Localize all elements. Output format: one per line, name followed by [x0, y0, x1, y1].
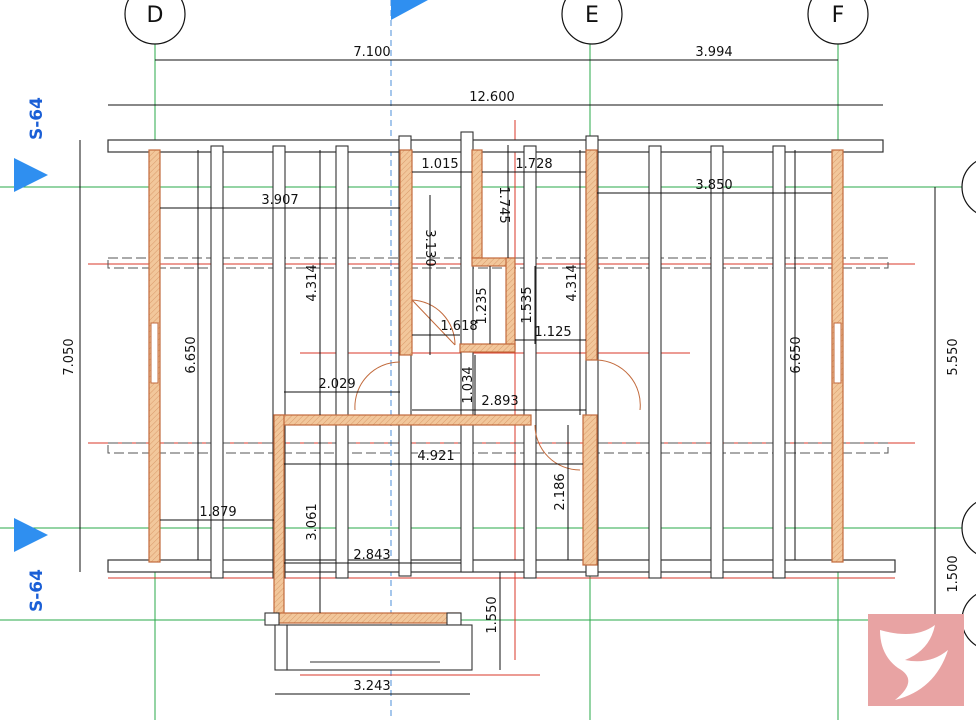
axis-bubble-right-third	[961, 593, 976, 647]
dim-horiz-1125: 1.125	[534, 325, 571, 340]
axis-label-e: E	[585, 3, 599, 28]
section-marker-bottom	[14, 518, 48, 552]
dim-horiz-1618: 1.618	[440, 319, 477, 334]
dim-span-4314-right: 4.314	[565, 264, 580, 301]
porch	[264, 612, 473, 671]
axis-bubble-f: F	[807, 0, 869, 45]
axis-bubble-right-top	[961, 160, 976, 214]
dim-vert-1550: 1.550	[485, 596, 500, 633]
axis-bubble-right-bottom	[961, 501, 976, 555]
dim-horiz-2843: 2.843	[353, 548, 390, 563]
dim-horiz-2893: 2.893	[481, 394, 518, 409]
dim-corridor-a: 1.015	[421, 157, 458, 172]
dim-right-height: 5.550	[946, 338, 961, 375]
dim-horiz-2029: 2.029	[318, 377, 355, 392]
dim-e-f: 3.994	[695, 45, 732, 60]
dim-d-e: 7.100	[353, 45, 390, 60]
dim-corridor-b: 1.728	[515, 157, 552, 172]
section-label-bottom: S-64	[27, 569, 47, 612]
dim-vert-3061: 3.061	[305, 503, 320, 540]
dim-right-lower: 1.500	[946, 555, 961, 592]
dim-right-room-width: 3.850	[695, 178, 732, 193]
top-beam	[107, 139, 884, 153]
cross-beams	[107, 257, 889, 454]
dim-vert-1535: 1.535	[520, 286, 535, 323]
dim-left-height: 7.050	[62, 338, 77, 375]
axis-bubble-e: E	[561, 0, 623, 45]
dim-vert-2186: 2.186	[553, 473, 568, 510]
dim-total-width: 12.600	[469, 90, 515, 105]
dim-horiz-3243: 3.243	[353, 679, 390, 694]
dim-horiz-4921: 4.921	[417, 449, 454, 464]
dim-vert-1034: 1.034	[461, 366, 476, 403]
section-marker-top	[14, 158, 48, 192]
section-marker-cut	[391, 0, 428, 20]
dim-vert-1745: 1.745	[496, 186, 511, 223]
watermark-logo	[868, 614, 964, 706]
dim-wall-3130: 3.130	[422, 229, 437, 266]
dimension-lines	[79, 59, 936, 695]
door-swings	[354, 299, 641, 471]
axis-label-d: D	[147, 3, 164, 28]
joists	[210, 131, 786, 579]
dim-left-6650: 6.650	[184, 336, 199, 373]
section-markers	[14, 0, 428, 552]
dim-vert-1235: 1.235	[475, 287, 490, 324]
axis-label-f: F	[832, 3, 845, 28]
windows	[150, 322, 842, 384]
walls	[148, 149, 844, 624]
section-label-top: S-64	[27, 97, 47, 140]
dim-room-left-width: 3.907	[261, 193, 298, 208]
dim-span-4314-left: 4.314	[305, 264, 320, 301]
axis-bubble-d: D	[124, 0, 186, 45]
dim-horiz-1879: 1.879	[199, 505, 236, 520]
dim-right-6650: 6.650	[789, 336, 804, 373]
